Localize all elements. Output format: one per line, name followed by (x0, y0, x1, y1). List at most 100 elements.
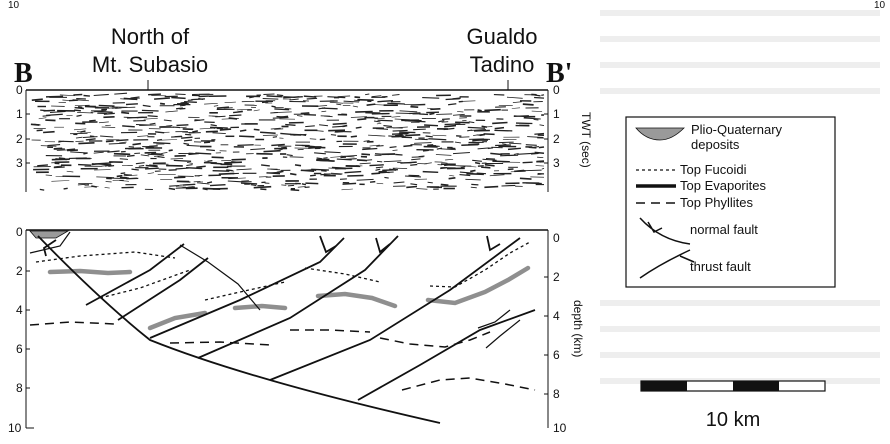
seismic-trace (227, 180, 242, 183)
seismic-trace (490, 152, 503, 156)
seismic-trace (344, 170, 362, 174)
seismic-trace (392, 149, 398, 151)
depth-tick-right-10: 10 (553, 421, 567, 435)
seismic-trace (301, 183, 307, 186)
seismic-trace (377, 99, 394, 103)
seismic-trace (535, 165, 545, 167)
seismic-trace (467, 129, 473, 132)
seismic-trace (375, 166, 384, 169)
seismic-trace (58, 157, 66, 160)
seismic-trace (202, 188, 208, 191)
seismic-trace (444, 164, 450, 167)
seismic-trace (327, 96, 346, 99)
seismic-trace (266, 95, 283, 98)
seismic-trace (400, 161, 417, 164)
seismic-trace (159, 125, 172, 128)
depth-tick-right-0: 0 (553, 231, 560, 245)
seismic-trace (280, 132, 291, 136)
seismic-trace (541, 167, 545, 170)
seismic-trace (125, 103, 138, 106)
seismic-trace (427, 181, 433, 184)
seismic-trace (534, 94, 541, 97)
seismic-trace (436, 113, 453, 115)
seismic-trace (270, 168, 281, 171)
seismic-trace (76, 114, 82, 117)
location-left-line2: Mt. Subasio (92, 52, 208, 77)
seismic-trace (392, 94, 400, 96)
seismic-trace (458, 100, 476, 102)
legend-box (625, 116, 836, 288)
seismic-trace (375, 128, 389, 130)
seismic-trace (347, 174, 364, 177)
seismic-trace (145, 164, 158, 168)
seismic-trace (101, 126, 116, 128)
seismic-trace (519, 177, 532, 180)
seismic-trace (147, 115, 158, 118)
seismic-trace (387, 102, 405, 105)
seismic-trace (98, 121, 109, 124)
seismic-trace (262, 97, 279, 100)
seismic-trace (362, 147, 378, 151)
seismic-trace (49, 111, 66, 113)
seismic-trace (320, 173, 331, 176)
seismic-trace (236, 110, 243, 113)
seismic-trace (119, 141, 127, 144)
seismic-trace (263, 149, 281, 153)
seismic-trace (414, 142, 432, 144)
seismic-trace (155, 131, 165, 134)
seismic-trace (191, 98, 206, 101)
seismic-trace (119, 158, 129, 160)
seismic-trace (399, 110, 418, 113)
legend-symbol-plio-quaternary (635, 127, 685, 141)
seismic-trace (416, 188, 428, 190)
seismic-trace (202, 187, 221, 191)
seismic-trace (512, 101, 522, 103)
seismic-trace (59, 94, 75, 97)
seismic-trace (424, 124, 439, 127)
seismic-trace (194, 175, 200, 177)
seismic-trace (422, 97, 440, 99)
seismic-trace (290, 189, 300, 192)
seismic-trace (422, 170, 439, 174)
seismic-trace (266, 172, 281, 175)
seismic-trace (31, 98, 43, 102)
seismic-trace (321, 107, 338, 110)
seismic-trace (340, 155, 355, 158)
seismic-trace (91, 185, 97, 188)
corner-number-left: 10 (8, 0, 20, 11)
seismic-trace (393, 181, 405, 184)
seismic-tick-right-1: 1 (553, 107, 560, 121)
seismic-trace (237, 144, 254, 147)
seismic-tick-left-2: 2 (16, 132, 23, 146)
seismic-trace (75, 136, 83, 139)
seismic-trace (185, 167, 203, 170)
seismic-trace (440, 167, 448, 170)
seismic-trace (159, 102, 166, 105)
seismic-trace (428, 138, 447, 141)
seismic-trace (472, 139, 480, 142)
seismic-trace (89, 119, 96, 122)
seismic-trace (108, 142, 126, 145)
seismic-trace (154, 97, 170, 100)
location-left-line1: North of (111, 24, 190, 49)
seismic-tick-left-0: 0 (16, 83, 23, 97)
seismic-trace (448, 177, 456, 180)
seismic-trace (241, 180, 249, 182)
seismic-trace (374, 153, 389, 156)
seismic-trace (176, 124, 189, 127)
seismic-trace (443, 127, 455, 131)
seismic-trace (68, 99, 78, 102)
seismic-trace (153, 142, 171, 145)
seismic-trace (391, 116, 401, 118)
seismic-trace (350, 116, 367, 118)
scale-segment-1 (641, 381, 687, 391)
seismic-trace (524, 169, 542, 172)
seismic-trace (452, 152, 470, 155)
seismic-trace (123, 174, 138, 177)
seismic-trace (37, 164, 48, 167)
seismic-trace (432, 134, 447, 137)
thrust-faults (29, 231, 521, 349)
seismic-trace (118, 106, 136, 109)
location-right-line2: Tadino (470, 52, 535, 77)
seismic-trace (43, 109, 56, 112)
